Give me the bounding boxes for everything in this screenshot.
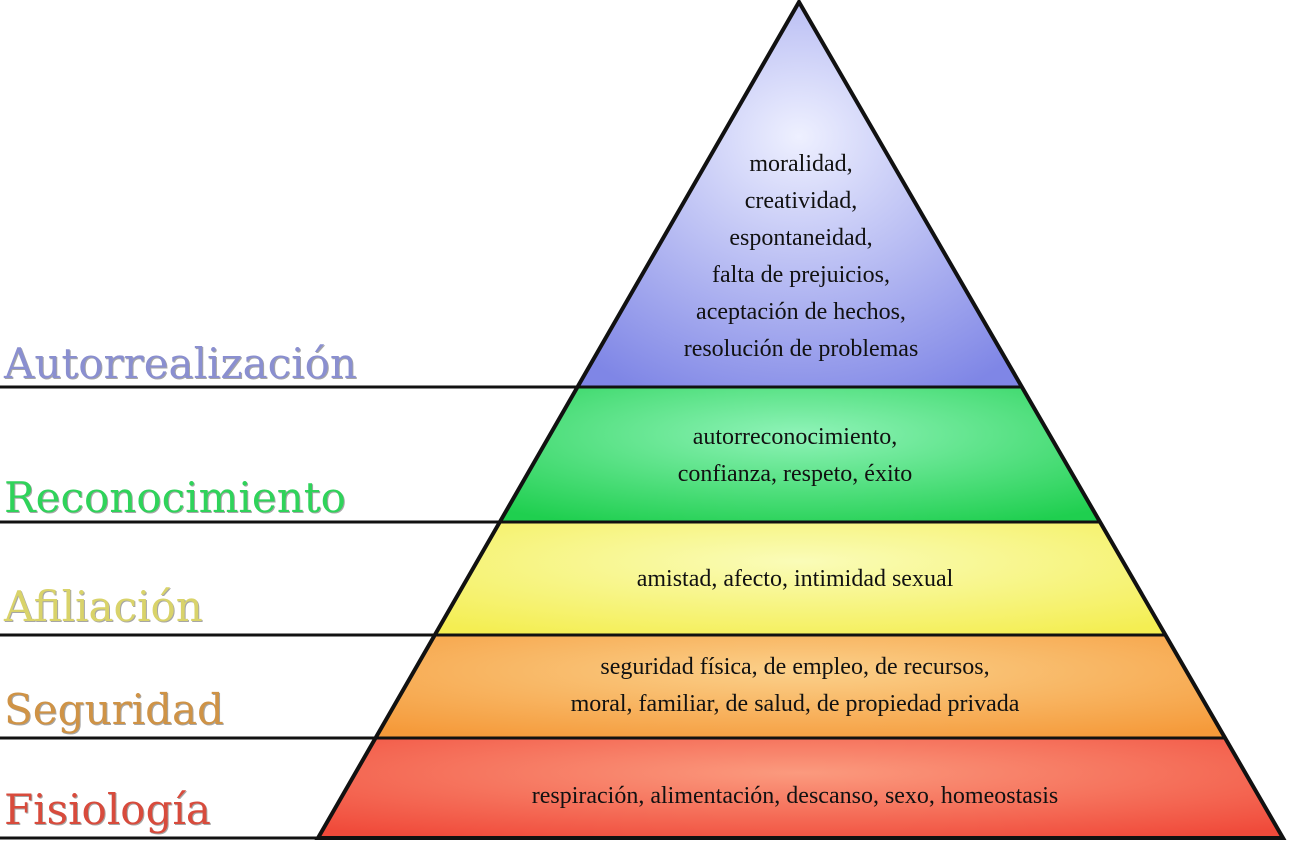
tier-fisiologia	[316, 738, 1282, 838]
level-label-reconocimiento: Reconocimiento	[4, 473, 346, 522]
tier-text-line: moralidad,	[749, 151, 853, 177]
tier-text-autorrealizacion: moralidad, creatividad, espontaneidad, falt…	[684, 146, 919, 368]
level-label-fisiologia: Fisiología	[4, 785, 211, 834]
level-label-autorrealizacion: Autorrealización	[4, 339, 357, 388]
tier-text-line: aceptación de hechos,	[696, 299, 906, 325]
pyramid-outline	[314, 0, 1287, 840]
pyramid-tiers	[316, 2, 1282, 838]
tier-text-line: amistad, afecto, intimidad sexual	[636, 566, 954, 592]
tier-text-line: respiración, alimentación, descanso, sex…	[531, 783, 1059, 809]
level-label-afiliacion: Afiliación	[4, 582, 203, 631]
tier-text-seguridad: seguridad física, de empleo, de recursos…	[571, 649, 1020, 723]
tier-text-line: seguridad física, de empleo, de recursos…	[600, 654, 990, 680]
tier-text-line: moral, familiar, de salud, de propiedad …	[570, 691, 1020, 717]
tier-text-afiliacion: amistad, afecto, intimidad sexual	[637, 561, 954, 598]
tier-text-line: creatividad,	[744, 188, 858, 214]
tier-autorrealizacion	[576, 2, 1022, 387]
tier-text-fisiologia: respiración, alimentación, descanso, sex…	[532, 778, 1059, 815]
tier-text-reconocimiento: autorreconocimiento, confianza, respeto, …	[678, 419, 913, 493]
tier-text-line: espontaneidad,	[729, 225, 873, 251]
tier-reconocimiento	[498, 387, 1100, 522]
level-label-seguridad: Seguridad	[4, 685, 224, 734]
tier-text-line: falta de prejuicios,	[712, 262, 890, 288]
tier-text-line: confianza, respeto, éxito	[677, 461, 913, 487]
tier-seguridad	[374, 635, 1224, 738]
tier-afiliacion	[433, 522, 1165, 635]
tier-text-line: autorreconocimiento,	[692, 424, 898, 450]
tier-text-line: resolución de problemas	[683, 336, 919, 362]
